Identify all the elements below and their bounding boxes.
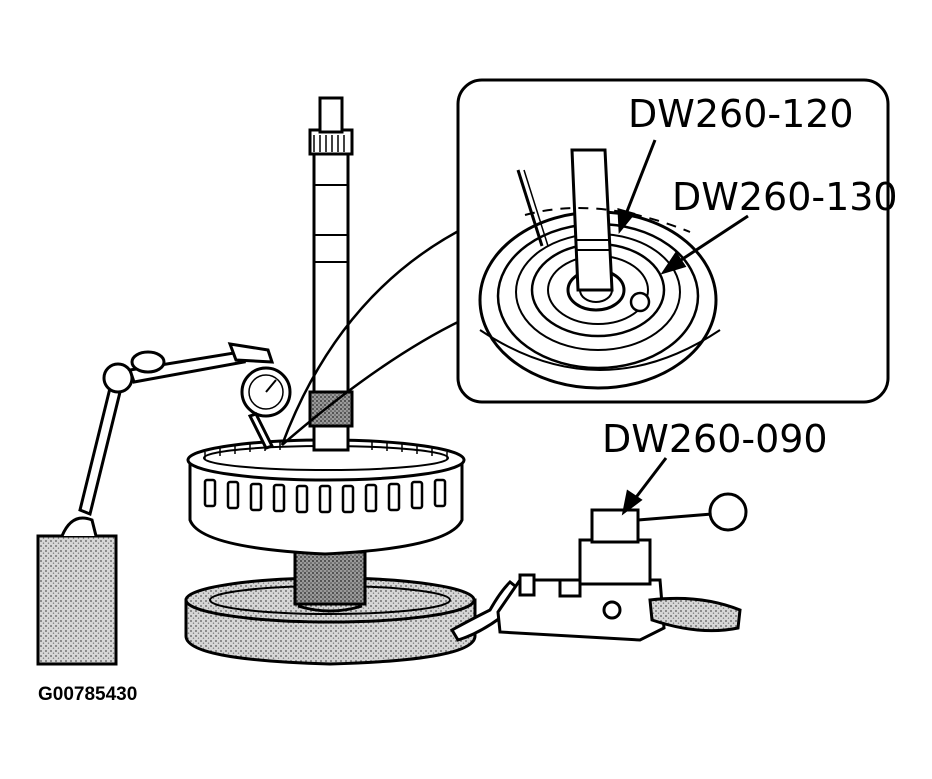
inset-detail-box xyxy=(456,78,890,404)
callout-dw260-090: DW260-090 xyxy=(602,417,828,461)
callout-dw260-120: DW260-120 xyxy=(628,92,854,136)
clutch-drum-icon xyxy=(186,438,466,556)
input-shaft xyxy=(308,96,354,452)
callout-dw260-130: DW260-130 xyxy=(672,175,898,219)
dial-indicator-icon xyxy=(227,342,292,450)
inset-leader-lines xyxy=(280,223,471,446)
figure-id: G00785430 xyxy=(38,684,138,705)
hub-pedestal xyxy=(293,550,367,613)
indicator-arm xyxy=(78,350,247,517)
tool-fixture-icon xyxy=(496,492,748,642)
callout-arrow-090 xyxy=(621,457,668,516)
magnetic-base-block-icon xyxy=(36,516,118,666)
